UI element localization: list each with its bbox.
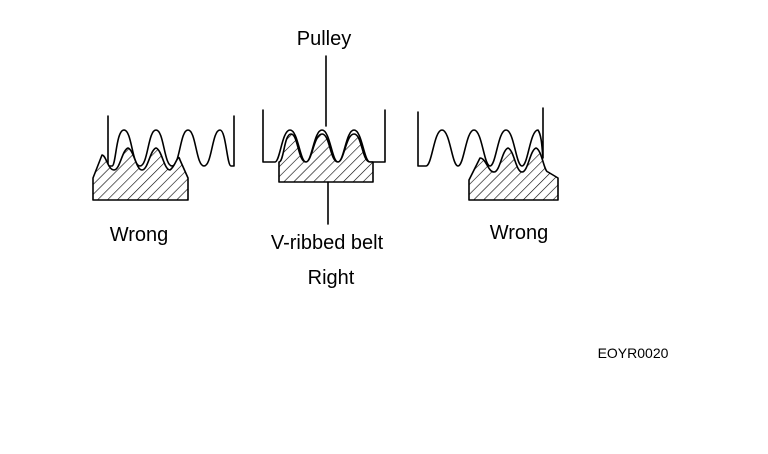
- v-ribbed-belt: [92, 147, 189, 201]
- v-ribbed-belt: [468, 147, 559, 201]
- right-label: Right: [308, 267, 355, 289]
- figure-code: EOYR0020: [598, 345, 669, 361]
- pulley-belt-right: [262, 55, 386, 225]
- wrong-left-label: Wrong: [110, 224, 169, 246]
- pulley-belt-wrong-right: [417, 107, 559, 201]
- belt-label: V-ribbed belt: [271, 232, 384, 254]
- pulley-belt-wrong-left: [92, 115, 235, 201]
- v-ribbed-belt: [278, 133, 374, 183]
- pulley-groove-outline: [417, 107, 544, 167]
- pulley-groove-outline: [262, 109, 386, 163]
- pulley-label: Pulley: [297, 28, 351, 50]
- wrong-right-label: Wrong: [490, 222, 549, 244]
- pulley-groove-outline: [107, 115, 235, 167]
